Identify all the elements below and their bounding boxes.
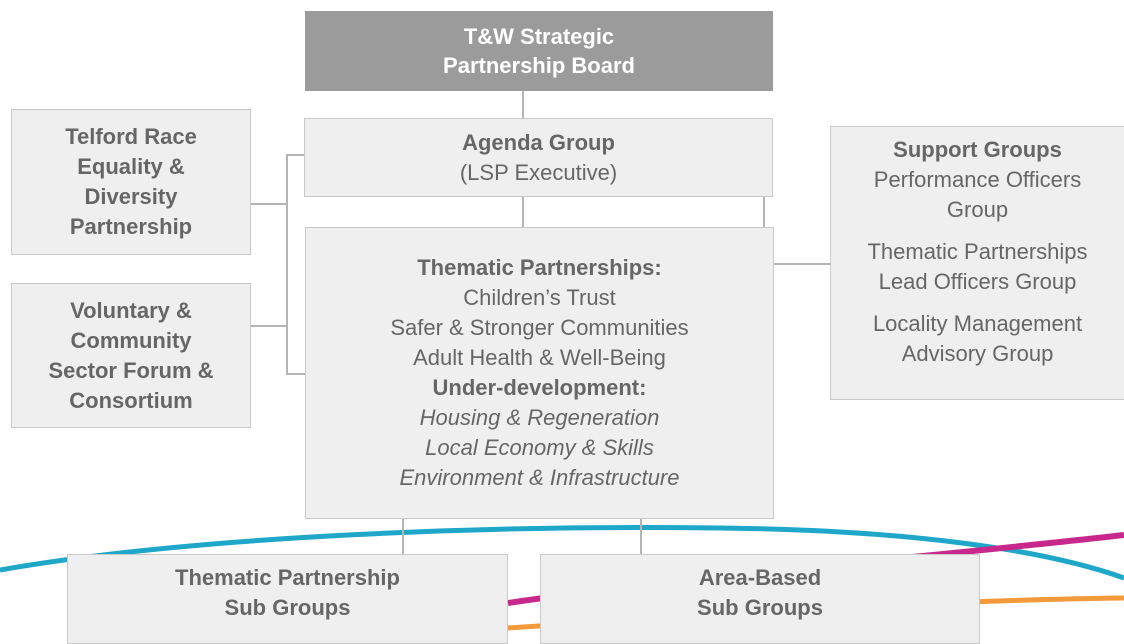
- support-group-line: Lead Officers Group: [878, 269, 1077, 294]
- support-group-line: Locality Management: [872, 311, 1083, 336]
- voluntary-community-sector-forum: Voluntary & Community Sector Forum & Con…: [11, 283, 251, 428]
- areagroups-line-2: Sub Groups: [697, 595, 823, 620]
- strategic-partnership-board: T&W Strategic Partnership Board: [305, 11, 773, 91]
- vcs-line: Voluntary &: [70, 297, 192, 323]
- board-line-2: Partnership Board: [443, 53, 635, 78]
- agenda-group: Agenda Group (LSP Executive): [304, 118, 773, 197]
- thematic-item: Children’s Trust: [463, 285, 616, 310]
- race-line: Partnership: [69, 214, 193, 239]
- support-group-line: Performance Officers: [873, 167, 1082, 192]
- areagroups-line-1: Area-Based: [698, 565, 822, 590]
- race-line: Diversity: [84, 184, 178, 209]
- thematic-item: Adult Health & Well-Being: [413, 345, 666, 370]
- left-bracket-connector: [286, 154, 305, 375]
- thematic-partnerships: Thematic Partnerships: Children’s Trust …: [305, 227, 774, 519]
- dev-item: Environment & Infrastructure: [399, 465, 680, 490]
- dev-item: Housing & Regeneration: [419, 405, 660, 430]
- vcs-line: Consortium: [69, 387, 193, 413]
- thematic-item: Safer & Stronger Communities: [390, 315, 689, 340]
- agenda-title: Agenda Group: [462, 129, 615, 155]
- support-group-line: Group: [946, 197, 1009, 222]
- race-line: Telford Race: [65, 124, 197, 149]
- support-groups: Support Groups Performance Officers Grou…: [830, 126, 1124, 400]
- dev-item: Local Economy & Skills: [425, 435, 654, 460]
- support-group-line: Advisory Group: [901, 341, 1054, 366]
- vcs-line: Sector Forum &: [48, 357, 214, 383]
- subgroups-line-1: Thematic Partnership: [175, 565, 400, 590]
- support-group-line: Thematic Partnerships: [867, 239, 1088, 264]
- subgroups-line-2: Sub Groups: [224, 595, 351, 620]
- vcs-line: Community: [70, 327, 192, 353]
- support-title: Support Groups: [893, 137, 1062, 162]
- area-based-sub-groups: Area-Based Sub Groups: [540, 554, 980, 644]
- under-development-heading: Under-development:: [432, 375, 647, 400]
- race-line: Equality &: [77, 154, 185, 179]
- agenda-subtitle: (LSP Executive): [459, 159, 618, 185]
- thematic-heading: Thematic Partnerships:: [417, 255, 662, 280]
- race-equality-partnership: Telford Race Equality & Diversity Partne…: [11, 109, 251, 255]
- board-line-1: T&W Strategic: [463, 24, 615, 49]
- thematic-partnership-sub-groups: Thematic Partnership Sub Groups: [67, 554, 508, 644]
